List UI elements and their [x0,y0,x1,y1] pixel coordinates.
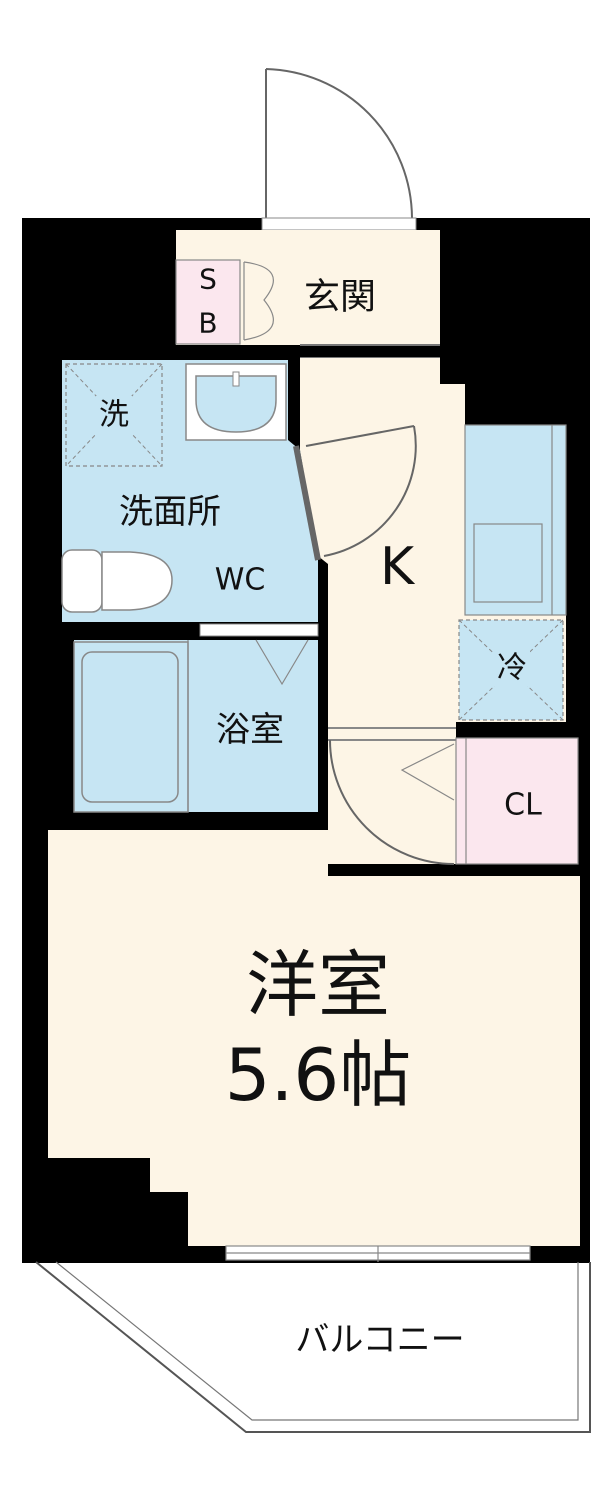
shoe-box-door-icon [243,261,274,341]
western-room-label: 洋室 [246,943,390,1027]
room-door-swing-icon [328,727,456,865]
closet-label: CL [504,788,542,823]
shoe-box-label-b: B [198,307,217,340]
closet-door-icon [400,743,455,801]
entry-door-swing-icon [265,68,413,226]
kitchen-label: K [380,537,416,597]
entrance-label: 玄関 [304,277,376,318]
toilet-label: WC [215,563,266,598]
washer-space [65,363,163,467]
washbasin-icon [185,363,287,441]
balcony-outline [35,1261,591,1433]
fridge-label: 冷 [497,651,527,686]
western-room-area [48,830,580,1246]
entrance-door-opening [261,217,417,231]
closet [455,737,579,865]
sliding-window-icon [225,1245,531,1262]
toilet-icon [61,549,173,613]
bath-label: 浴室 [216,710,284,750]
bathtub-icon [73,641,189,813]
shoe-box [175,259,241,345]
washer-label: 洗 [99,398,129,433]
room-size-label: 5.6帖 [225,1033,412,1117]
entrance-area [176,230,440,345]
stove-icon [473,523,543,603]
shoe-box-label-s: S [199,263,217,296]
washroom-label: 洗面所 [119,492,221,532]
bath-door-icon [255,639,309,686]
kitchen-counter [464,424,567,616]
balcony-label: バルコニー [295,1320,464,1360]
washroom-door-swing-icon [293,425,417,561]
